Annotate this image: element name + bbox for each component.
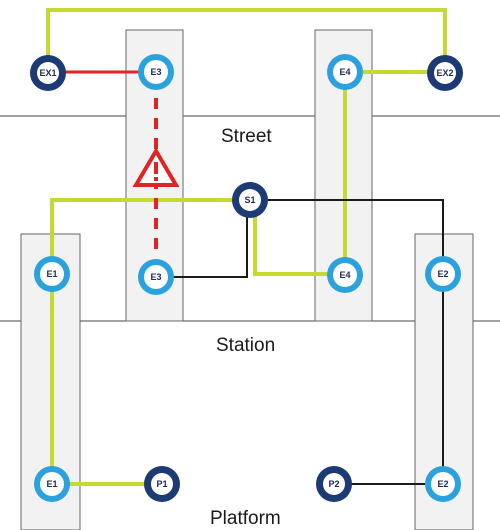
level-label-station: Station — [216, 335, 275, 356]
other-routes — [156, 199, 444, 485]
svg-text:S1: S1 — [244, 195, 255, 205]
svg-text:E1: E1 — [46, 269, 57, 279]
svg-text:E2: E2 — [437, 269, 448, 279]
level-label-platform: Platform — [210, 508, 281, 529]
node-p2[interactable]: P2 — [316, 466, 352, 502]
svg-text:E3: E3 — [150, 272, 161, 282]
route-s1-e2 — [250, 199, 444, 274]
route-s1-e1 — [50, 198, 250, 274]
svg-text:EX2: EX2 — [436, 68, 453, 78]
route-ex1-ex2 — [46, 8, 447, 73]
svg-text:E4: E4 — [339, 270, 350, 280]
node-e2-station[interactable]: E2 — [425, 256, 461, 292]
node-e1-platform[interactable]: E1 — [34, 466, 70, 502]
node-e3-station[interactable]: E3 — [138, 259, 174, 295]
route-s1-e4 — [253, 202, 345, 276]
node-e4-station[interactable]: E4 — [327, 257, 363, 293]
accessible-routes — [46, 8, 447, 486]
node-e1-station[interactable]: E1 — [34, 256, 70, 292]
route-s1-e3 — [156, 202, 248, 278]
svg-text:P2: P2 — [328, 479, 339, 489]
node-ex2[interactable]: EX2 — [427, 55, 463, 91]
svg-text:P1: P1 — [156, 479, 167, 489]
node-p1[interactable]: P1 — [144, 466, 180, 502]
node-e2-platform[interactable]: E2 — [425, 466, 461, 502]
node-s1[interactable]: S1 — [232, 182, 268, 218]
node-e3-street[interactable]: E3 — [138, 54, 174, 90]
svg-text:E1: E1 — [46, 479, 57, 489]
level-label-street: Street — [221, 126, 272, 147]
svg-text:E4: E4 — [339, 67, 350, 77]
svg-text:EX1: EX1 — [39, 68, 56, 78]
node-ex1[interactable]: EX1 — [30, 55, 66, 91]
svg-text:E2: E2 — [437, 479, 448, 489]
node-e4-street[interactable]: E4 — [327, 54, 363, 90]
warning-triangle-icon — [132, 147, 180, 187]
svg-text:E3: E3 — [150, 67, 161, 77]
